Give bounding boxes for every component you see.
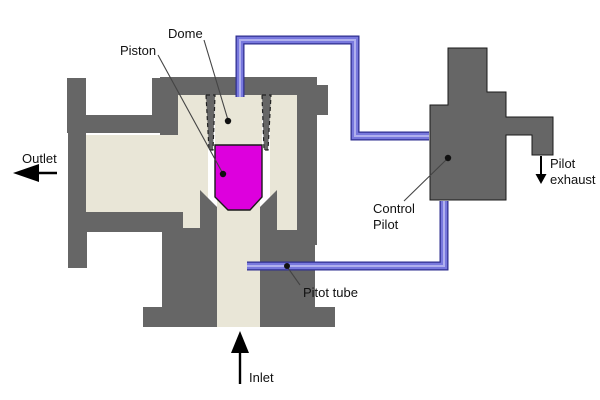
pitot-tube-pipe xyxy=(247,201,449,271)
bottom-flange-left xyxy=(143,307,217,327)
top-right-boss xyxy=(317,85,328,115)
control-pilot-dot xyxy=(444,154,452,162)
outlet-left-leg xyxy=(68,232,87,268)
pilot-exhaust-arrow-icon xyxy=(535,156,547,184)
pitot-tube-label: Pitot tube xyxy=(303,285,358,300)
annotations xyxy=(157,39,452,286)
pitot-tube-dot xyxy=(284,263,290,269)
middle-leg xyxy=(162,232,202,307)
top-left-flange-bottom xyxy=(67,115,170,133)
control-pilot-label-line1: Control xyxy=(373,201,415,216)
control-pilot-label-line2: Pilot xyxy=(373,217,399,232)
piston xyxy=(214,144,263,211)
piston-leader-line xyxy=(157,54,223,173)
bottom-flange-right xyxy=(258,307,335,327)
control-pilot-body xyxy=(429,47,554,201)
left-outer-wall xyxy=(68,133,86,213)
pilot-exhaust-label-line2: exhaust xyxy=(550,172,596,187)
inlet-label: Inlet xyxy=(249,370,274,385)
seat-right-wall xyxy=(260,190,277,307)
dome-leader-line xyxy=(203,39,229,121)
outlet-arrow-icon xyxy=(13,164,57,182)
control-pilot-leader-line xyxy=(403,159,447,202)
inlet-arrow-icon xyxy=(231,331,249,384)
dome-dot xyxy=(224,117,232,125)
cylinder-wall-right xyxy=(261,94,272,151)
left-connector-wall xyxy=(160,95,178,135)
pitot-tube-leader-line xyxy=(287,267,301,286)
piston-dot xyxy=(219,170,227,178)
left-annulus-cavity xyxy=(178,95,208,137)
outlet-floor-recess xyxy=(183,212,202,228)
right-outer-wall xyxy=(297,95,317,237)
dome-cavity xyxy=(215,95,262,147)
dome-label: Dome xyxy=(168,26,203,41)
valve-seat xyxy=(200,190,277,307)
flow-cavities xyxy=(86,95,297,327)
cylinder-wall-left xyxy=(205,94,216,151)
pilot-exhaust-label-line1: Pilot xyxy=(550,156,576,171)
inlet-channel-cavity xyxy=(217,190,260,327)
piston-label: Piston xyxy=(120,43,156,58)
outlet-label: Outlet xyxy=(22,151,57,166)
outlet-chamber-cavity xyxy=(86,135,208,212)
supply-pipe xyxy=(235,35,429,141)
outlet-bottom-band xyxy=(68,212,203,232)
seat-left-wall xyxy=(200,190,217,307)
